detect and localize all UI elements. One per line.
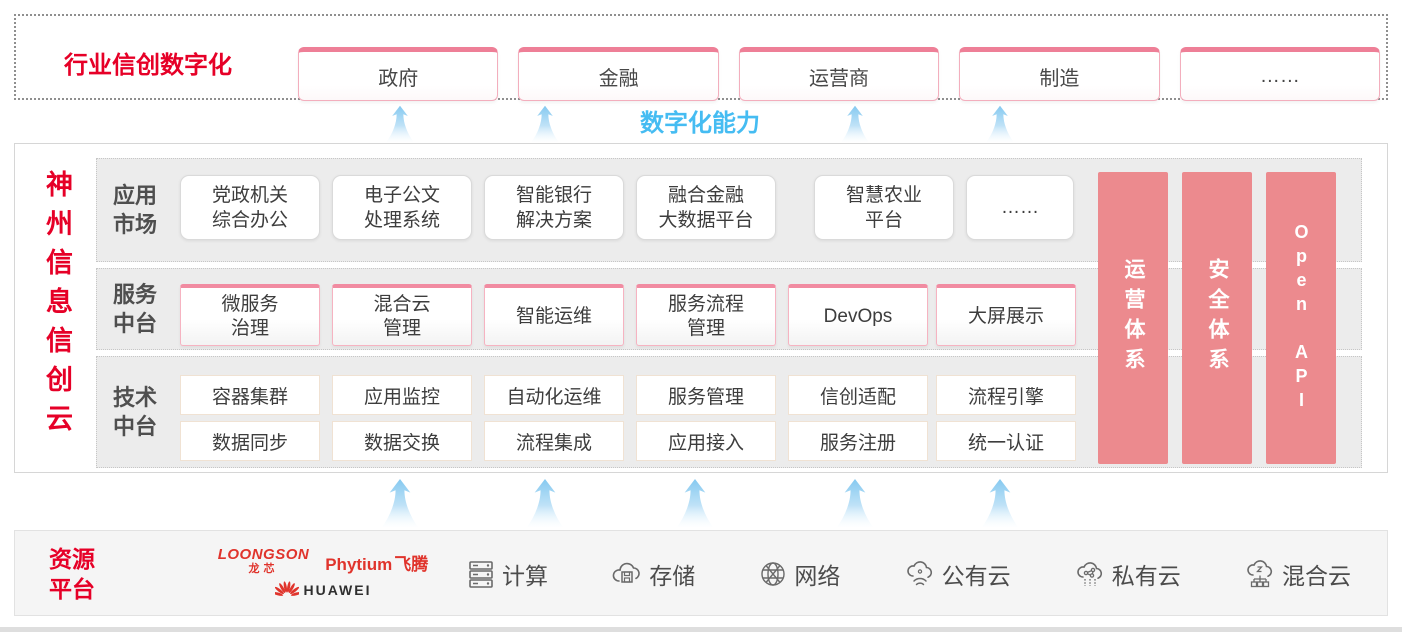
tech-box: 流程集成 <box>484 421 624 461</box>
resource-item-label: 网络 <box>794 563 841 589</box>
industry-banner: 行业信创数字化 政府 金融 运营商 制造 …… <box>14 14 1388 101</box>
up-arrow-icon <box>526 478 564 527</box>
app-box: 智慧农业 平台 <box>814 175 954 240</box>
resource-item-label: 计算 <box>502 563 548 589</box>
operation-system-bar-label: 运营体系 <box>1122 258 1145 378</box>
resource-item-hybrid-cloud: 混合云 <box>1243 557 1351 591</box>
app-box: 融合金融 大数据平台 <box>636 175 776 240</box>
service-box: 混合云 管理 <box>332 284 472 346</box>
up-arrow-icon <box>839 105 871 142</box>
up-arrow-icon <box>384 105 416 142</box>
resource-label: 资源 平台 <box>49 546 95 602</box>
private-cloud-icon <box>1076 562 1102 586</box>
phytium-logo-text: Phytium <box>325 554 393 574</box>
tech-box: 服务管理 <box>636 375 776 415</box>
loongson-logo: LOONGSON 龙芯 <box>217 546 310 576</box>
huawei-logo: HUAWEI <box>274 580 372 600</box>
huawei-logo-text: HUAWEI <box>303 582 372 598</box>
compute-icon <box>469 561 493 588</box>
security-system-bar-label: 安全体系 <box>1206 258 1229 378</box>
app-box-more: …… <box>966 175 1074 240</box>
hybrid-cloud-icon <box>1247 560 1272 588</box>
industry-box-finance: 金融 <box>518 47 719 101</box>
resource-item-network: 网络 <box>757 557 840 591</box>
service-box: 服务流程 管理 <box>636 284 776 346</box>
network-icon <box>761 562 786 586</box>
tech-box: 容器集群 <box>180 375 320 415</box>
up-arrow-icon <box>381 478 419 527</box>
up-arrow-icon <box>676 478 714 527</box>
tech-box: 信创适配 <box>788 375 928 415</box>
phytium-logo-cn: 飞腾 <box>394 554 429 574</box>
resource-item-label: 公有云 <box>941 563 1011 589</box>
up-arrow-icon <box>981 478 1019 527</box>
industry-box-operator: 运营商 <box>738 47 940 101</box>
security-system-bar: 安全体系 <box>1182 172 1252 464</box>
operation-system-bar: 运营体系 <box>1098 172 1168 464</box>
tech-box: 统一认证 <box>936 421 1076 461</box>
app-market-label: 应用 市场 <box>112 183 157 237</box>
tech-box: 应用监控 <box>332 375 472 415</box>
resource-item-private-cloud: 私有云 <box>1073 557 1181 591</box>
up-arrow-icon <box>529 105 561 142</box>
loongson-logo-text: LOONGSON <box>217 546 310 563</box>
industry-box-more: …… <box>1179 47 1381 101</box>
tech-box: 数据交换 <box>332 421 472 461</box>
app-box: 智能银行 解决方案 <box>484 175 624 240</box>
tech-box: 服务注册 <box>788 421 928 461</box>
open-api-bar: Open API <box>1266 172 1336 464</box>
industry-box-manufacturing: 制造 <box>959 47 1160 101</box>
bottom-divider <box>0 627 1402 632</box>
resource-item-label: 私有云 <box>1111 563 1181 589</box>
storage-icon <box>612 562 640 583</box>
tech-box: 数据同步 <box>180 421 320 461</box>
tech-box: 自动化运维 <box>484 375 624 415</box>
resource-item-compute: 计算 <box>465 557 548 591</box>
service-box: DevOps <box>788 284 928 346</box>
app-box: 党政机关 综合办公 <box>180 175 320 240</box>
up-arrow-icon <box>836 478 874 527</box>
industry-row: 政府 金融 运营商 制造 …… <box>298 47 1381 101</box>
up-arrow-icon <box>984 105 1016 142</box>
service-box: 微服务 治理 <box>180 284 320 346</box>
service-box: 智能运维 <box>484 284 624 346</box>
service-box: 大屏展示 <box>936 284 1076 346</box>
capability-label: 数字化能力 <box>640 110 760 137</box>
service-middle-label: 服务 中台 <box>112 282 157 336</box>
public-cloud-icon <box>906 561 932 586</box>
industry-box-government: 政府 <box>298 47 499 101</box>
tech-middle-label: 技术 中台 <box>112 385 157 439</box>
resource-items: 计算 存储 网络 <box>465 542 1351 606</box>
open-api-bar-label: Open API <box>1291 222 1312 414</box>
tech-box: 流程引擎 <box>936 375 1076 415</box>
loongson-logo-cn: 龙芯 <box>248 563 279 575</box>
resource-item-label: 混合云 <box>1281 563 1351 589</box>
platform-title: 神州信息信创云 <box>42 170 72 443</box>
resource-item-public-cloud: 公有云 <box>903 557 1011 591</box>
resource-item-label: 存储 <box>649 563 696 589</box>
huawei-flower-icon <box>274 581 299 596</box>
resource-item-storage: 存储 <box>610 557 695 591</box>
app-box: 电子公文 处理系统 <box>332 175 472 240</box>
tech-box: 应用接入 <box>636 421 776 461</box>
banner-title: 行业信创数字化 <box>64 52 232 79</box>
